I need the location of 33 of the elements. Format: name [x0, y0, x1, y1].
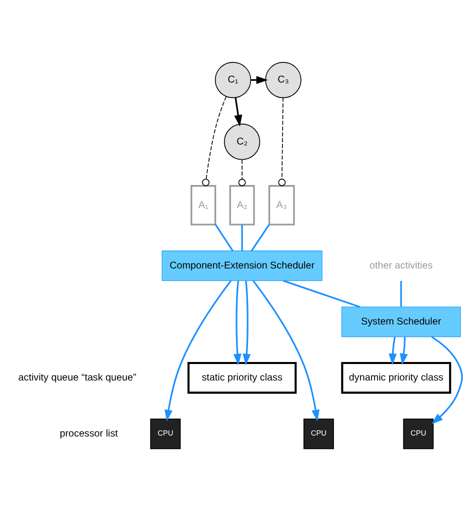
- node-box: dynamic priority class: [341, 362, 452, 394]
- node-box: static priority class: [188, 362, 297, 394]
- node-box: A₂: [229, 184, 255, 225]
- connector: [282, 279, 360, 308]
- connector: [238, 158, 246, 186]
- node-circle: C₁: [214, 61, 252, 98]
- arrow: [388, 336, 397, 365]
- arrow: [400, 336, 408, 365]
- node-box: Component-Extension Scheduler: [162, 250, 322, 281]
- arrow: [431, 336, 463, 424]
- arrow: [233, 280, 242, 365]
- arrow: [242, 280, 251, 365]
- label: processor list: [60, 428, 118, 439]
- node-text: other activities: [370, 260, 433, 271]
- node-box: CPU: [303, 418, 334, 449]
- connector: [400, 280, 402, 306]
- node-box: A₁: [190, 184, 216, 225]
- node-circle: C₂: [224, 123, 260, 160]
- connector: [214, 223, 234, 251]
- node-box: System Scheduler: [341, 306, 461, 337]
- connector: [241, 224, 243, 250]
- node-circle: C₃: [265, 61, 302, 98]
- label: activity queue “task queue”: [18, 372, 136, 383]
- node-box: CPU: [150, 418, 181, 449]
- node-box: CPU: [403, 418, 434, 449]
- connector: [250, 224, 270, 251]
- node-box: A₃: [268, 184, 295, 225]
- connector: [278, 96, 286, 186]
- connector: [202, 96, 227, 186]
- arrow: [164, 280, 232, 421]
- arrow: [252, 280, 320, 421]
- arrow: [234, 96, 242, 126]
- arrow: [251, 75, 268, 84]
